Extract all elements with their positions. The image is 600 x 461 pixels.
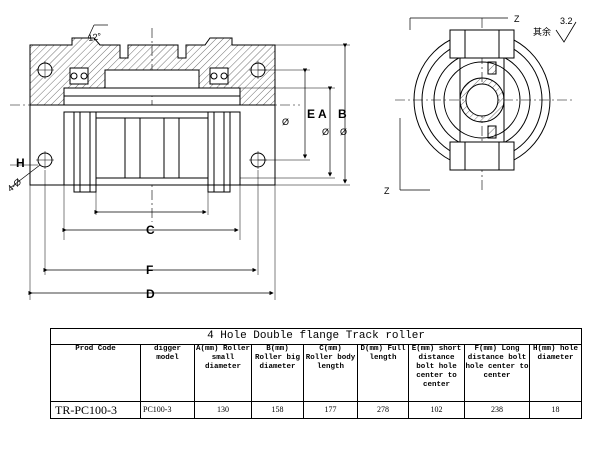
spec-table: 4 Hole Double flange Track roller Prod C… [49,328,583,419]
track-roller-drawing: 12° E A B Ø Ø Ø C F D H 4-Ø Z Z 其余 [5,14,577,301]
label-dim-h: H [16,156,25,170]
label-dim-a: A [318,107,327,121]
header-digger-model: digger model [140,344,195,402]
cell-prod-code: TR-PC100-3 [50,401,141,419]
cell-digger-model: PC100-3 [140,401,195,419]
table-title: 4 Hole Double flange Track roller [49,328,583,345]
label-z-top: Z [514,14,520,24]
cell-h: 18 [528,401,583,419]
label-dia-b: Ø [340,127,347,137]
header-b: B(mm) Roller big diameter [251,344,304,402]
header-d: D(mm) Full length [357,344,409,402]
cell-d: 278 [357,401,409,419]
label-dim-f: F [146,263,153,277]
table-header-row: Prod Code digger model A(mm) Roller smal… [50,344,583,402]
cell-f: 238 [464,401,530,419]
cell-e: 102 [408,401,465,419]
table-row: TR-PC100-3 PC100-3 130 158 177 278 102 2… [50,401,583,419]
header-f: F(mm) Long distance bolt hole center to … [464,344,530,402]
label-surface-note: 其余 [533,26,551,37]
label-dim-c: C [146,223,155,237]
cell-b: 158 [251,401,304,419]
label-dim-e: E [307,107,315,121]
header-h: H(mm) hole diameter [528,344,583,402]
header-e: E(mm) short distance bolt hole center to… [408,344,465,402]
label-dim-d: D [146,287,155,301]
cell-a: 130 [194,401,252,419]
header-c: C(mm) Roller body length [303,344,358,402]
label-roughness: 3.2 [560,16,573,26]
label-hole-note: 4-Ø [5,176,23,193]
header-a: A(mm) Roller small diameter [194,344,252,402]
header-prod-code: Prod Code [50,344,141,402]
side-view [395,17,577,191]
label-dia-e: Ø [282,117,289,127]
label-z-bottom: Z [384,186,390,196]
cell-c: 177 [303,401,358,419]
label-angle: 12° [87,31,103,43]
label-dia-a: Ø [322,127,329,137]
label-dim-b: B [338,107,347,121]
section-view [9,24,350,300]
